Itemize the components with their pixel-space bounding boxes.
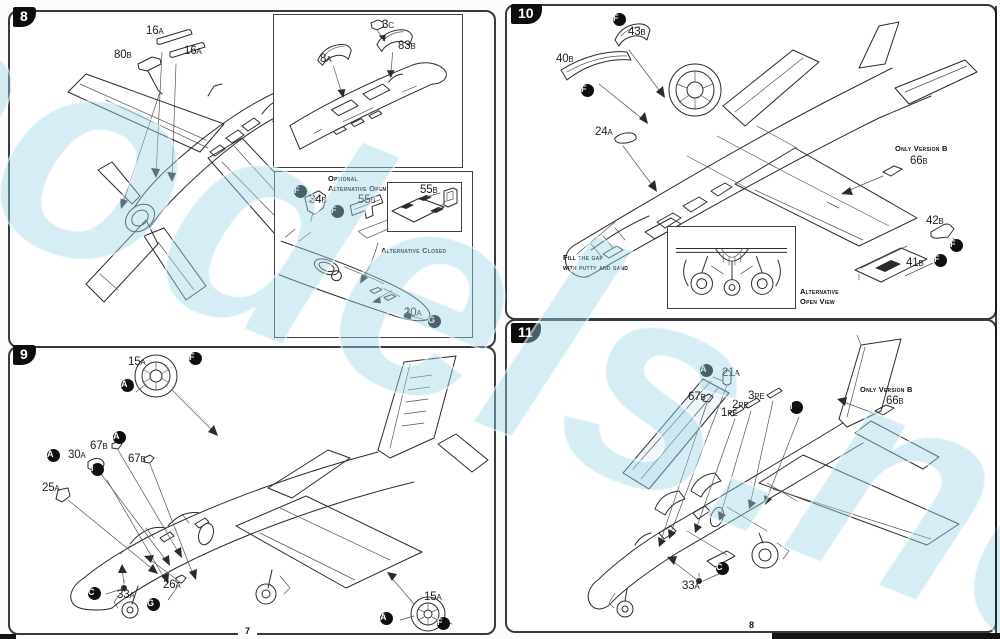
step9-panel	[8, 346, 496, 635]
step11-aircraft-drawing	[587, 334, 960, 618]
step10-gear-inset	[667, 226, 796, 309]
step8-55b-detail-box	[387, 182, 462, 232]
step8-optional-drawing	[278, 190, 431, 322]
step10-gear-drawing	[675, 247, 788, 296]
step8-55b-detail-drawing	[391, 187, 458, 223]
scan-edge-right	[995, 6, 997, 633]
step10-panel	[505, 4, 997, 320]
step8-canopy-drawing	[289, 19, 447, 150]
scan-edge-bottom-right	[772, 633, 1000, 639]
step8-canopy-inset	[273, 14, 463, 168]
step10-aircraft-drawing	[560, 21, 978, 283]
step8-optional-inset	[274, 171, 473, 338]
step8-panel	[8, 10, 496, 348]
step11-panel	[505, 319, 997, 633]
scan-edge-bottom-left	[0, 634, 16, 639]
step9-aircraft-drawing	[55, 354, 489, 632]
